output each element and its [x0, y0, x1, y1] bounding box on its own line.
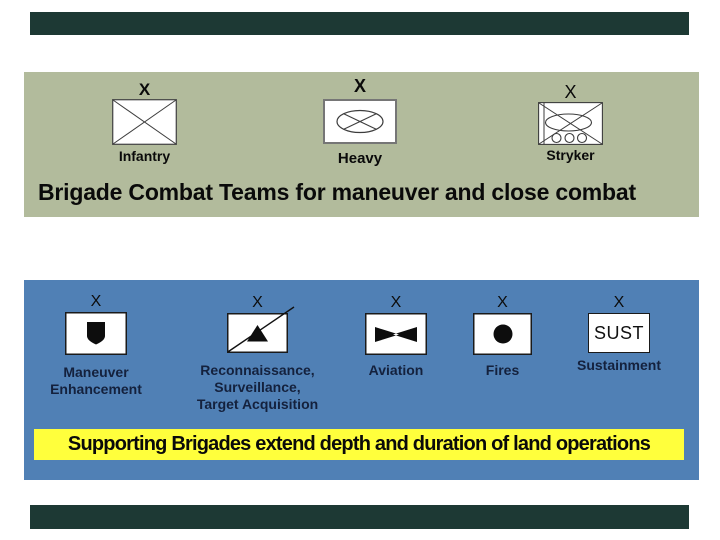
heavy-symbol-icon [323, 99, 397, 144]
sustainment-symbol-text: SUST [593, 322, 644, 343]
unit-label: Heavy [337, 150, 383, 167]
unit-stryker: X Stryker [538, 83, 603, 163]
reconnaissance-symbol-icon [227, 306, 295, 353]
infantry-symbol-icon [112, 99, 177, 145]
support-panel: X Maneuver Enhancement X Reconnaissance,… [24, 280, 699, 480]
maneuver-enhancement-shield-icon [65, 312, 127, 355]
aviation-symbol-icon [365, 313, 427, 355]
unit-maneuver-enhancement: X Maneuver Enhancement [50, 294, 142, 397]
unit-label: Stryker [546, 147, 595, 163]
unit-label: Infantry [118, 148, 171, 164]
echelon-x-icon: X [353, 76, 367, 96]
bct-panel-title: Brigade Combat Teams for maneuver and cl… [38, 179, 636, 205]
bct-panel: X Infantry X Heavy X [24, 72, 699, 217]
echelon-x-icon: X [90, 293, 102, 310]
unit-aviation: X Aviation [365, 295, 427, 378]
stryker-symbol-icon [538, 102, 603, 145]
unit-label: Reconnaissance, Surveillance, Target Acq… [196, 362, 319, 412]
unit-label: Sustainment [576, 357, 662, 373]
fires-symbol-icon [473, 313, 532, 355]
unit-reconnaissance: X Reconnaissance, Surveillance, Target A… [197, 295, 318, 412]
bottom-accent-bar [30, 505, 689, 529]
echelon-x-icon: X [497, 294, 508, 311]
unit-label: Maneuver Enhancement [50, 364, 142, 397]
unit-heavy: X Heavy [323, 77, 397, 167]
echelon-x-icon: X [138, 80, 151, 99]
unit-label: Aviation [368, 362, 424, 378]
unit-fires: X Fires [473, 295, 532, 378]
unit-infantry: X Infantry [112, 81, 177, 164]
support-banner-text: Supporting Brigades extend depth and dur… [67, 433, 651, 455]
echelon-x-icon: X [564, 82, 577, 102]
top-accent-bar [30, 12, 689, 35]
echelon-x-icon: X [390, 294, 402, 311]
echelon-x-icon: X [252, 294, 263, 311]
support-banner: Supporting Brigades extend depth and dur… [34, 429, 684, 460]
sustainment-symbol-icon: SUST [588, 313, 650, 353]
echelon-x-icon: X [613, 294, 625, 311]
unit-sustainment: X SUST Sustainment [577, 295, 661, 374]
unit-label: Fires [485, 362, 520, 378]
